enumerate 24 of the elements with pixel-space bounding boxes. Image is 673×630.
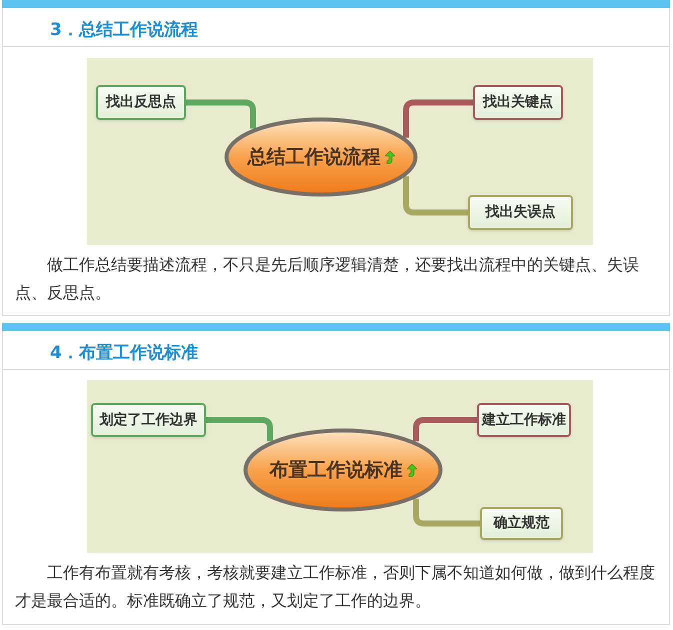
- branch-connector: [403, 100, 473, 138]
- subtopic-box: [473, 85, 563, 120]
- topic-text: 布置工作说标准: [270, 458, 402, 483]
- central-topic-ellipse: [243, 428, 443, 512]
- branch-connector: [403, 176, 468, 216]
- section-heading: 4．布置工作说标准: [50, 342, 198, 365]
- subtopic-text: 确立规范: [494, 514, 550, 533]
- subtopic-box: [480, 507, 563, 540]
- body-paragraph: 做工作总结要描述流程，不只是先后顺序逻辑清楚，还要找出流程中的关键点、失误点、反思点。: [15, 254, 640, 304]
- subtopic-text: 找出反思点: [106, 93, 176, 112]
- subtopic-box: [477, 403, 571, 437]
- branch-connector: [206, 417, 273, 442]
- subtopic-text: 找出失误点: [486, 203, 556, 222]
- central-topic-ellipse: [224, 117, 418, 197]
- body-paragraph: 工作有布置就有考核，考核就要建立工作标准，否则下属不知道如何做，做到什么程度才是最合适的。标准既确立了规范，又划定了工作的边界。: [15, 562, 656, 612]
- topic-text: 总结工作说流程: [248, 144, 380, 170]
- section-heading: 3．总结工作说流程: [50, 19, 198, 42]
- subtopic-text: 建立工作标准: [482, 410, 566, 430]
- branch-connector: [413, 417, 477, 442]
- subtopic-box: [91, 403, 206, 437]
- subtopic-text: 划定了工作边界: [100, 410, 198, 430]
- subtopic-box: [96, 85, 186, 120]
- subtopic-text: 找出关键点: [483, 93, 553, 112]
- subtopic-box: [468, 195, 573, 230]
